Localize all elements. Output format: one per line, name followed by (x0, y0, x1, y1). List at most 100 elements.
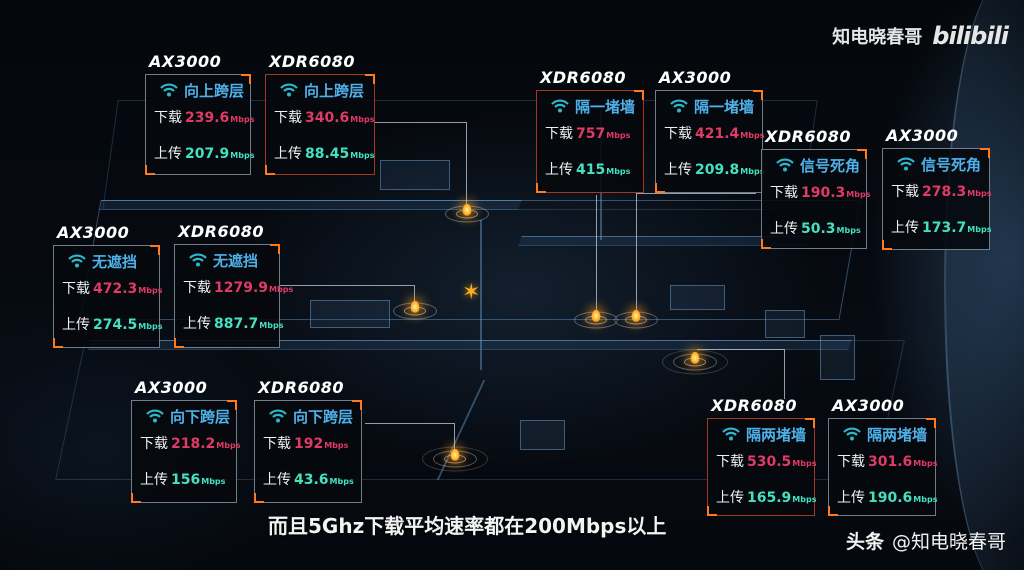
speed-unit: Mbps (606, 131, 631, 140)
wifi-icon (551, 99, 569, 113)
upload-label: 上传 (183, 316, 211, 332)
router-model: AX3000 (886, 126, 959, 145)
upload-label: 上传 (140, 472, 168, 488)
router-model: XDR6080 (258, 378, 344, 397)
router-model: AX3000 (135, 378, 208, 397)
speed-unit: Mbps (216, 441, 241, 450)
speed-unit: Mbps (792, 495, 817, 504)
speed-unit: Mbps (913, 459, 938, 468)
download-label: 下载 (183, 280, 211, 296)
upload-label: 上传 (770, 221, 798, 237)
speed-unit: Mbps (201, 477, 226, 486)
upload-speed: 887.7 (214, 316, 259, 332)
upload-label: 上传 (664, 162, 692, 178)
upload-label: 上传 (154, 146, 182, 162)
download-speed: 192 (294, 436, 324, 452)
speed-unit: Mbps (350, 115, 375, 124)
router-model: AX3000 (149, 52, 222, 71)
download-label: 下载 (664, 126, 692, 142)
download-speed: 340.6 (305, 110, 350, 126)
wifi-icon (68, 254, 86, 268)
speed-unit: Mbps (606, 167, 631, 176)
speed-unit: Mbps (259, 321, 284, 330)
upload-speed: 415 (576, 162, 606, 178)
furniture (520, 420, 565, 450)
scenario-label: 信号死角 (921, 155, 982, 174)
router-model: XDR6080 (178, 222, 264, 241)
wifi-icon (160, 83, 178, 97)
speed-unit: Mbps (846, 190, 871, 199)
furniture (380, 160, 450, 190)
download-label: 下载 (62, 281, 90, 297)
download-speed: 530.5 (747, 454, 792, 470)
scenario-label: 隔一堵墙 (694, 97, 755, 116)
furniture (765, 310, 805, 338)
scenario-label: 隔一堵墙 (575, 97, 636, 116)
speed-unit: Mbps (138, 322, 163, 331)
download-speed: 218.2 (171, 436, 216, 452)
upload-speed: 207.9 (185, 146, 230, 162)
router-model: AX3000 (659, 68, 732, 87)
wifi-icon (722, 427, 740, 441)
download-label: 下载 (140, 436, 168, 452)
wifi-icon (269, 409, 287, 423)
wifi-icon (146, 409, 164, 423)
connector-line (697, 349, 785, 399)
speed-unit: Mbps (324, 441, 349, 450)
download-label: 下载 (837, 454, 865, 470)
connector-line (596, 195, 597, 315)
download-speed: 301.6 (868, 454, 913, 470)
wifi-icon (670, 99, 688, 113)
wifi-icon (776, 158, 794, 172)
download-label: 下载 (274, 110, 302, 126)
scenario-label: 隔两堵墙 (746, 425, 807, 444)
download-speed: 421.4 (695, 126, 740, 142)
furniture (310, 300, 390, 328)
upload-speed: 173.7 (922, 220, 967, 236)
wifi-icon (843, 427, 861, 441)
download-label: 下载 (716, 454, 744, 470)
upload-speed: 274.5 (93, 317, 138, 333)
lens-edge-glow (944, 0, 1024, 570)
speed-unit: Mbps (138, 286, 163, 295)
router-model: XDR6080 (269, 52, 355, 71)
connector-line (280, 285, 415, 307)
source-credit: 头条 @知电晓春哥 (846, 527, 1006, 554)
speed-unit: Mbps (230, 115, 255, 124)
wifi-icon (189, 253, 207, 267)
connector-line (365, 423, 455, 453)
scenario-label: 向下跨层 (293, 407, 354, 426)
download-speed: 472.3 (93, 281, 138, 297)
scenario-label: 信号死角 (800, 156, 861, 175)
router-model: XDR6080 (540, 68, 626, 87)
router-model: AX3000 (57, 223, 130, 242)
download-speed: 239.6 (185, 110, 230, 126)
scenario-label: 向上跨层 (184, 81, 245, 100)
upload-label: 上传 (62, 317, 90, 333)
download-speed: 757 (576, 126, 606, 142)
download-speed: 278.3 (922, 184, 967, 200)
upload-speed: 43.6 (294, 472, 329, 488)
speed-unit: Mbps (269, 285, 294, 294)
download-speed: 190.3 (801, 185, 846, 201)
upload-speed: 88.45 (305, 146, 350, 162)
upload-label: 上传 (263, 472, 291, 488)
speed-unit: Mbps (967, 225, 992, 234)
scenario-label: 向上跨层 (304, 81, 365, 100)
connector-line (375, 122, 467, 212)
upload-label: 上传 (274, 146, 302, 162)
download-label: 下载 (154, 110, 182, 126)
bilibili-logo: bilibili (932, 22, 1009, 50)
toutiao-brand: 头条 (845, 531, 884, 553)
author-handle: @知电晓春哥 (891, 531, 1006, 553)
upload-label: 上传 (716, 490, 744, 506)
speed-unit: Mbps (913, 495, 938, 504)
upload-label: 上传 (545, 162, 573, 178)
router-model: XDR6080 (711, 396, 797, 415)
